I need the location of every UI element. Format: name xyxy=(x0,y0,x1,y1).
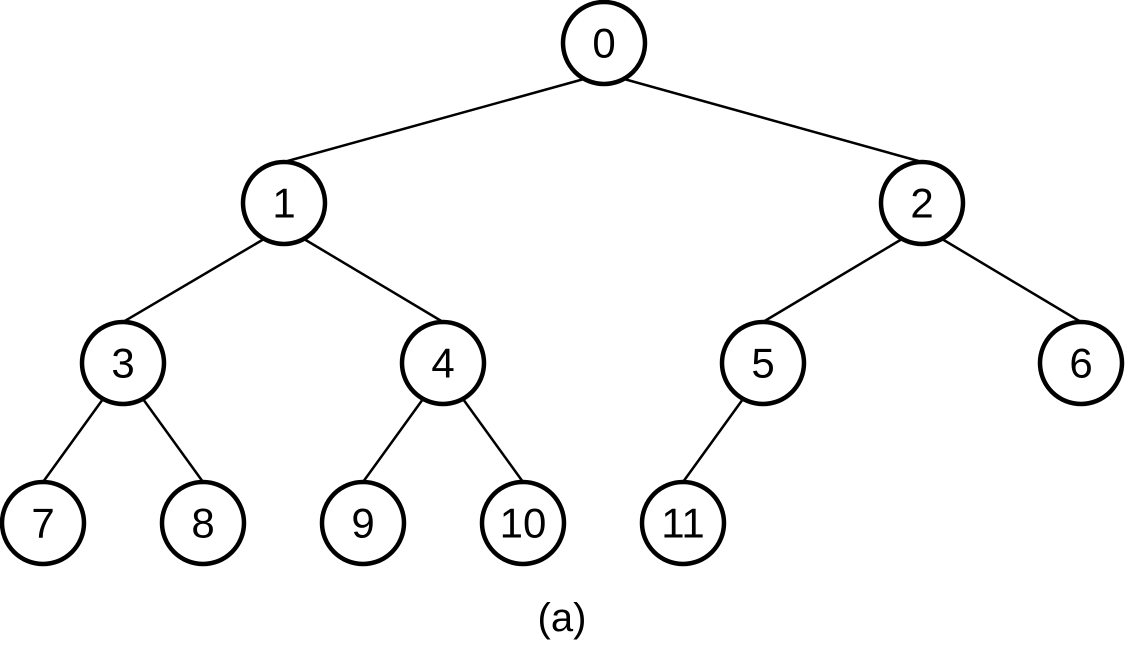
tree-edge-3-7 xyxy=(41,398,105,483)
tree-node-label-0: 0 xyxy=(592,20,615,67)
tree-edge-0-2 xyxy=(623,77,923,164)
tree-node-8: 8 xyxy=(159,479,247,567)
tree-node-5: 5 xyxy=(719,319,807,407)
tree-node-7: 7 xyxy=(0,479,87,567)
tree-node-circle-2 xyxy=(878,159,966,247)
tree-node-label-9: 9 xyxy=(351,500,374,547)
tree-nodes: 0 1 2 3 4 5 6 7 8 9 10 11 xyxy=(0,0,1125,567)
tree-edge-1-3 xyxy=(122,237,265,324)
tree-node-9: 9 xyxy=(319,479,407,567)
tree-node-circle-8 xyxy=(159,479,247,567)
tree-node-circle-3 xyxy=(79,319,167,407)
tree-node-circle-7 xyxy=(0,479,87,567)
tree-node-circle-4 xyxy=(399,319,487,407)
tree-node-label-2: 2 xyxy=(910,180,933,227)
tree-node-label-1: 1 xyxy=(272,180,295,227)
tree-node-label-11: 11 xyxy=(661,500,705,547)
tree-node-0: 0 xyxy=(560,0,648,87)
tree-node-10: 10 xyxy=(479,479,567,567)
tree-node-1: 1 xyxy=(240,159,328,247)
tree-node-circle-1 xyxy=(240,159,328,247)
tree-edges xyxy=(41,77,1082,483)
tree-edge-4-9 xyxy=(361,398,425,483)
tree-edge-5-11 xyxy=(681,398,745,483)
tree-node-circle-0 xyxy=(560,0,648,87)
tree-edge-4-10 xyxy=(461,398,525,483)
tree-edge-2-6 xyxy=(941,237,1082,324)
tree-node-label-5: 5 xyxy=(751,340,774,387)
figure-caption: (a) xyxy=(538,596,587,640)
tree-node-label-8: 8 xyxy=(191,500,214,547)
tree-node-label-6: 6 xyxy=(1069,340,1092,387)
tree-edge-2-5 xyxy=(762,237,903,324)
tree-node-4: 4 xyxy=(399,319,487,407)
tree-node-circle-10 xyxy=(479,479,567,567)
tree-node-2: 2 xyxy=(878,159,966,247)
tree-node-circle-5 xyxy=(719,319,807,407)
tree-node-11: 11 xyxy=(639,479,727,567)
tree-node-label-4: 4 xyxy=(431,340,454,387)
tree-edge-0-1 xyxy=(283,77,585,164)
tree-edge-3-8 xyxy=(141,398,205,483)
tree-edge-1-4 xyxy=(303,237,444,324)
tree-node-label-10: 10 xyxy=(500,500,547,547)
tree-node-label-3: 3 xyxy=(111,340,134,387)
tree-node-3: 3 xyxy=(79,319,167,407)
tree-node-label-7: 7 xyxy=(31,500,54,547)
tree-node-circle-11 xyxy=(639,479,727,567)
tree-node-circle-6 xyxy=(1037,319,1125,407)
tree-node-circle-9 xyxy=(319,479,407,567)
tree-node-6: 6 xyxy=(1037,319,1125,407)
